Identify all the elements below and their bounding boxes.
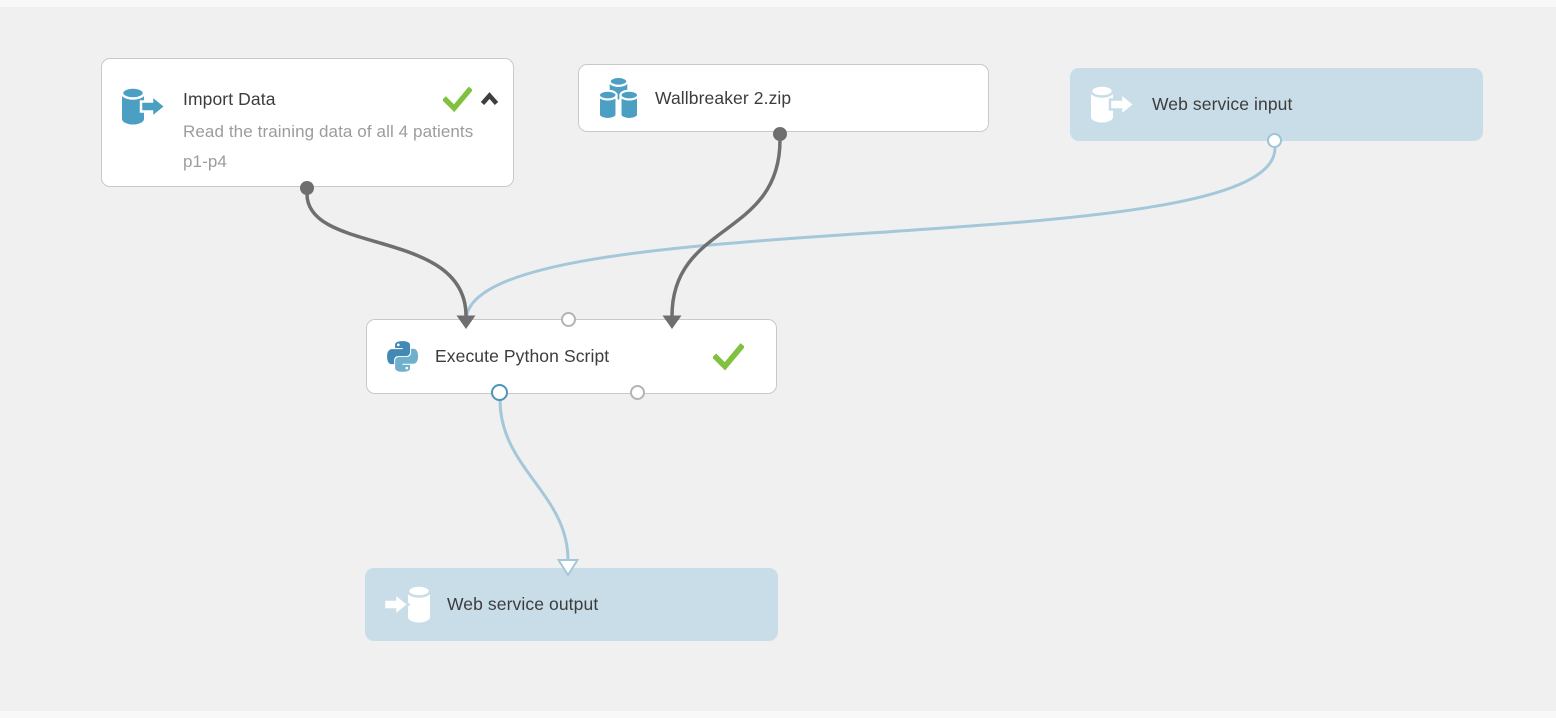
node-import-data[interactable]: Import Data Read the training data of al…	[101, 58, 514, 187]
dataset-icon	[596, 75, 641, 121]
edge-wallbreaker-to-execute-python-script[interactable]	[670, 139, 782, 317]
edge-execute-python-script-to-web-service-output[interactable]	[498, 399, 570, 561]
collapse-chevron-up-icon[interactable]	[480, 92, 499, 106]
web-service-output-icon	[383, 583, 433, 626]
status-success-icon	[713, 342, 744, 371]
python-icon	[384, 338, 421, 375]
node-title: Execute Python Script	[435, 346, 610, 366]
edge-web-service-input-to-execute-python-script[interactable]	[464, 147, 1277, 322]
canvas-bottom-edge	[0, 711, 1556, 718]
edge-import-data-to-execute-python-script[interactable]	[305, 193, 468, 317]
node-web-service-output[interactable]: Web service output	[365, 568, 778, 641]
port-import-data-output[interactable]	[300, 181, 314, 195]
node-description: Read the training data of all 4 patients…	[183, 121, 474, 171]
node-web-service-input[interactable]: Web service input	[1070, 68, 1483, 141]
node-title: Wallbreaker 2.zip	[655, 87, 792, 108]
canvas-top-edge	[0, 0, 1556, 7]
port-execute-python-output-2[interactable]	[630, 385, 645, 400]
node-execute-python-script[interactable]: Execute Python Script	[366, 319, 777, 394]
database-export-icon	[119, 85, 169, 128]
web-service-input-icon	[1088, 83, 1138, 126]
node-title: Web service output	[447, 594, 599, 614]
node-title: Import Data	[183, 88, 276, 109]
port-web-service-input-output[interactable]	[1267, 133, 1282, 148]
status-success-icon	[443, 86, 472, 113]
port-execute-python-output-1[interactable]	[491, 384, 508, 401]
port-execute-python-input-2[interactable]	[561, 312, 576, 327]
node-title: Web service input	[1152, 94, 1293, 114]
port-wallbreaker-output[interactable]	[773, 127, 787, 141]
node-wallbreaker-2-zip[interactable]: Wallbreaker 2.zip	[578, 64, 989, 132]
